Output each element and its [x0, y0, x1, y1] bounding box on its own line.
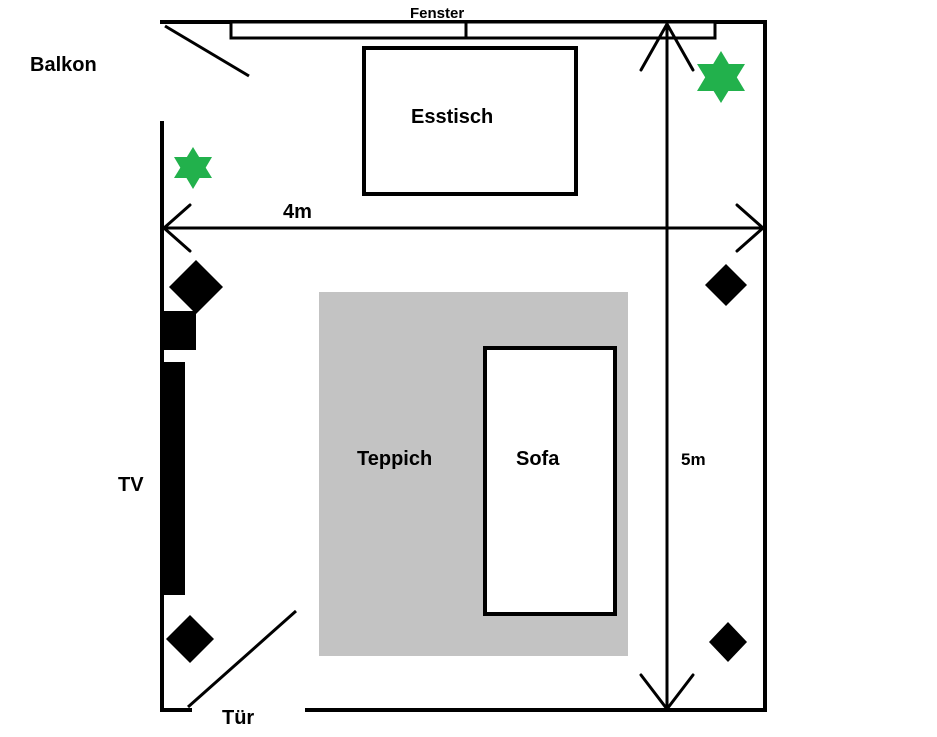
speakers — [166, 260, 747, 663]
rug-label: Teppich — [357, 448, 432, 470]
window — [229, 20, 717, 40]
star-of-david-plant-icon — [697, 51, 745, 103]
diamond-speaker-icon — [166, 615, 214, 663]
balcony-door — [164, 24, 250, 78]
plants — [174, 51, 745, 189]
window-frame — [229, 20, 717, 40]
diamond-speaker-icon — [169, 260, 223, 314]
star-of-david-plant-icon — [174, 147, 212, 189]
balcony-label: Balkon — [30, 54, 97, 76]
length-arrow-bottom — [639, 673, 695, 712]
length-label: 5m — [681, 450, 706, 469]
dining-table — [362, 46, 578, 196]
tv-cabinet — [162, 311, 196, 350]
diamond-speaker-icon — [705, 264, 747, 306]
tv — [162, 311, 196, 595]
window-label: Fenster — [410, 5, 464, 22]
sofa — [483, 346, 617, 616]
sofa-label: Sofa — [516, 448, 560, 470]
length-dimension — [639, 20, 695, 712]
door-label: Tür — [222, 707, 254, 729]
length-arrow-top — [639, 20, 695, 72]
width-dimension — [161, 203, 766, 253]
width-arrow-left — [161, 203, 192, 253]
dining-table-label: Esstisch — [411, 106, 493, 128]
tv-screen — [162, 362, 185, 595]
diamond-speaker-icon — [709, 622, 747, 662]
tv-label: TV — [118, 474, 144, 496]
width-arrow-right — [735, 203, 766, 253]
entrance-door — [187, 609, 297, 709]
width-label: 4m — [283, 201, 312, 223]
